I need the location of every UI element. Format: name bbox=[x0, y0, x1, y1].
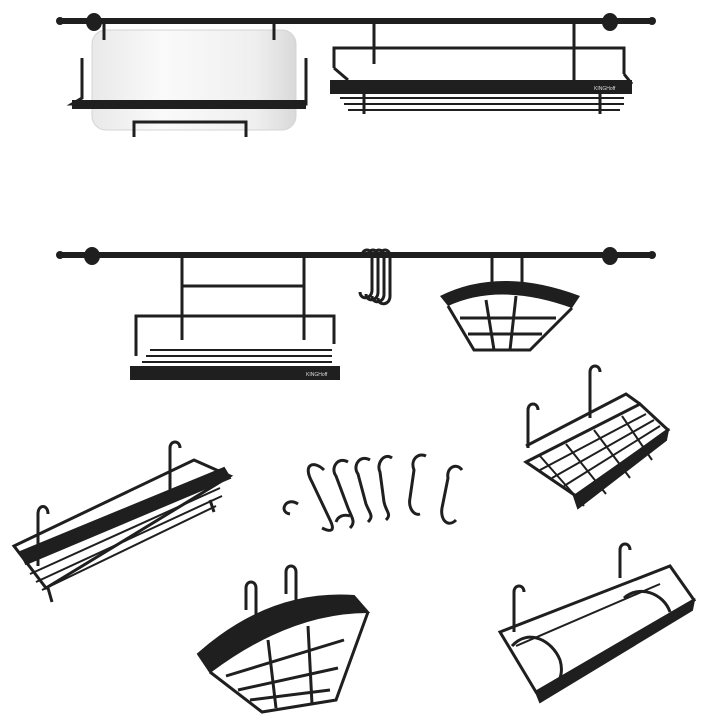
shelf-front-panel bbox=[18, 466, 232, 566]
shelf-wire-base bbox=[539, 413, 661, 507]
hanging-cone-basket bbox=[440, 252, 580, 352]
rail-wall-mount-left bbox=[86, 13, 102, 31]
holder-bottom-bar bbox=[515, 583, 661, 647]
wire-shelf-loose-top-right bbox=[523, 364, 671, 510]
shelf-wire-base bbox=[29, 487, 223, 591]
hanging-spice-shelf: KINGHoff bbox=[130, 252, 340, 380]
basket-rim bbox=[196, 594, 371, 674]
shelf-front-panel bbox=[572, 427, 670, 510]
towel-holder-frame-loose bbox=[497, 542, 697, 704]
shelf-hook-right bbox=[168, 440, 182, 496]
brand-mark: KINGHoff bbox=[306, 372, 328, 378]
towel-holder-bottom-loop bbox=[132, 120, 248, 137]
shelf-back-rail bbox=[134, 314, 336, 356]
shelf-back-rail bbox=[332, 46, 626, 74]
hanging-spice-shelf: KINGHoff bbox=[330, 18, 634, 114]
holder-hook-left bbox=[512, 584, 526, 632]
basket-hook-left bbox=[244, 580, 258, 640]
cone-basket-loose-bottom bbox=[196, 564, 371, 714]
shelf-hook-left bbox=[36, 505, 50, 566]
shelf-frame bbox=[11, 458, 234, 590]
basket-rim bbox=[440, 281, 580, 308]
rail-end-cap-left bbox=[56, 251, 64, 259]
basket-cage bbox=[446, 295, 574, 352]
s-hooks-on-rail bbox=[358, 248, 392, 306]
brand-mark: KINGHoff bbox=[594, 86, 616, 92]
shelf-hook-left bbox=[526, 402, 540, 448]
holder-side-loop-right bbox=[623, 589, 672, 613]
shelf-wire-base bbox=[340, 97, 624, 111]
hanging-rail-bar bbox=[58, 252, 654, 258]
rail-wall-mount-right bbox=[602, 247, 618, 265]
s-hook bbox=[354, 457, 373, 524]
shelf-front-panel bbox=[330, 80, 632, 94]
kitchen-rail-set-top: KINGHoff bbox=[56, 13, 656, 137]
shelf-support bbox=[362, 94, 602, 114]
rail-wall-mount-right bbox=[602, 13, 618, 31]
shelf-hook-right bbox=[588, 364, 602, 418]
s-hook bbox=[377, 455, 393, 522]
hanging-rail-bar bbox=[58, 18, 654, 24]
rail-end-cap-right bbox=[648, 17, 656, 25]
rail-end-cap-right bbox=[648, 251, 656, 259]
shelf-support bbox=[46, 499, 216, 603]
rail-wall-mount-left bbox=[84, 247, 100, 265]
holder-hook-right bbox=[618, 542, 632, 578]
s-hook bbox=[376, 248, 392, 306]
holder-frame bbox=[497, 564, 697, 695]
s-hook bbox=[408, 453, 427, 516]
s-hook bbox=[370, 248, 386, 304]
shelf-wire-base bbox=[142, 349, 332, 363]
kitchen-rail-set-middle: KINGHoff bbox=[56, 247, 656, 380]
paper-towel-holder bbox=[66, 18, 308, 137]
paper-towel-roll bbox=[91, 29, 297, 131]
s-hook bbox=[358, 248, 374, 300]
holder-front-panel bbox=[534, 598, 696, 704]
basket-cage bbox=[209, 611, 370, 714]
rail-end-cap-left bbox=[56, 17, 64, 25]
towel-holder-front-bar bbox=[72, 100, 306, 109]
s-hooks-loose bbox=[282, 453, 464, 532]
shelf-front-panel bbox=[130, 366, 340, 380]
holder-side-loop-left bbox=[510, 635, 563, 693]
s-hook bbox=[440, 464, 464, 525]
s-hook bbox=[282, 463, 334, 532]
long-shelf-loose-left bbox=[11, 440, 234, 603]
shelf-rail bbox=[525, 392, 641, 448]
s-hook bbox=[332, 459, 355, 530]
basket-hook-right bbox=[284, 564, 298, 620]
s-hook bbox=[364, 248, 380, 302]
